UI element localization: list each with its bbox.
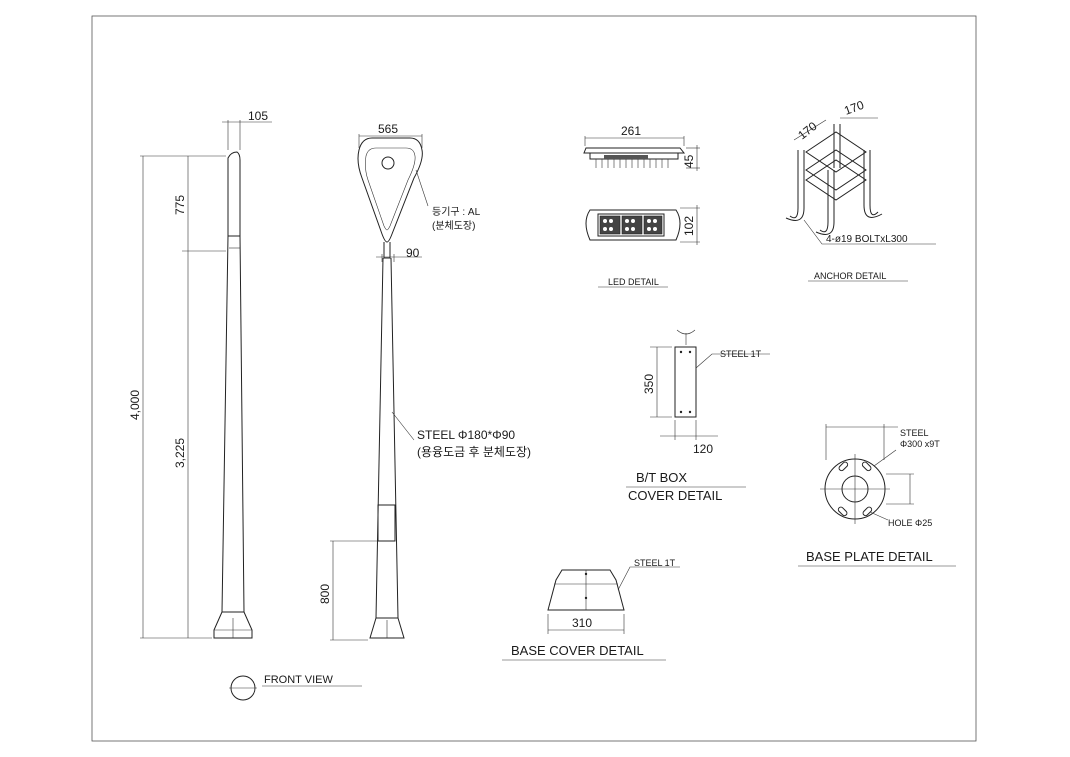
dim-pole-lower: 3,225 bbox=[173, 438, 187, 468]
dim-pole-total: 4,000 bbox=[128, 390, 142, 420]
pole-side-view bbox=[140, 120, 272, 639]
dim-led-height: 45 bbox=[682, 154, 696, 168]
note-plate-hole: HOLE Φ25 bbox=[888, 518, 932, 528]
dim-head-width: 565 bbox=[378, 122, 398, 136]
dim-pole-top-width: 105 bbox=[248, 109, 268, 123]
dim-led-width: 261 bbox=[621, 124, 641, 138]
note-plate-steel-1: STEEL bbox=[900, 428, 929, 438]
title-led-detail: LED DETAIL bbox=[608, 277, 659, 287]
dim-pole-upper: 775 bbox=[173, 195, 187, 215]
dim-bt-height: 350 bbox=[642, 374, 656, 394]
base-cover-detail bbox=[502, 566, 680, 661]
dim-neck-width: 90 bbox=[406, 246, 420, 260]
note-pole-material-2: (용융도금 후 분체도장) bbox=[417, 445, 531, 459]
title-bt-box-1: B/T BOX bbox=[636, 470, 687, 485]
dim-base-height: 800 bbox=[318, 584, 332, 604]
anchor-detail bbox=[785, 117, 936, 282]
dim-anchor-b: 170 bbox=[842, 98, 866, 118]
sheet-border bbox=[91, 15, 977, 742]
title-base-plate-detail: BASE PLATE DETAIL bbox=[806, 549, 933, 564]
dim-anchor-a: 170 bbox=[795, 119, 820, 143]
note-pole-material-1: STEEL Φ180*Φ90 bbox=[417, 428, 515, 442]
pole-front-view bbox=[330, 134, 429, 641]
note-base-cover-steel: STEEL 1T bbox=[634, 558, 676, 568]
note-bt-steel: STEEL 1T bbox=[720, 349, 762, 359]
title-front-view: FRONT VIEW bbox=[264, 674, 333, 686]
dim-led-module-height: 102 bbox=[682, 216, 696, 236]
note-fixture-2: (분체도장) bbox=[432, 220, 475, 232]
note-anchor-bolt: 4-ø19 BOLTxL300 bbox=[826, 234, 908, 245]
base-plate-detail bbox=[798, 424, 956, 567]
title-base-cover-detail: BASE COVER DETAIL bbox=[511, 643, 644, 658]
title-anchor-detail: ANCHOR DETAIL bbox=[814, 271, 886, 281]
dim-bt-width: 120 bbox=[693, 442, 713, 456]
bt-box-cover-detail bbox=[626, 329, 770, 488]
led-detail bbox=[583, 136, 700, 288]
dim-base-cover-width: 310 bbox=[572, 616, 592, 630]
note-fixture-1: 등기구 : AL bbox=[432, 206, 481, 218]
note-plate-steel-2: Φ300 x9T bbox=[900, 439, 940, 449]
title-bt-box-2: COVER DETAIL bbox=[628, 488, 722, 503]
